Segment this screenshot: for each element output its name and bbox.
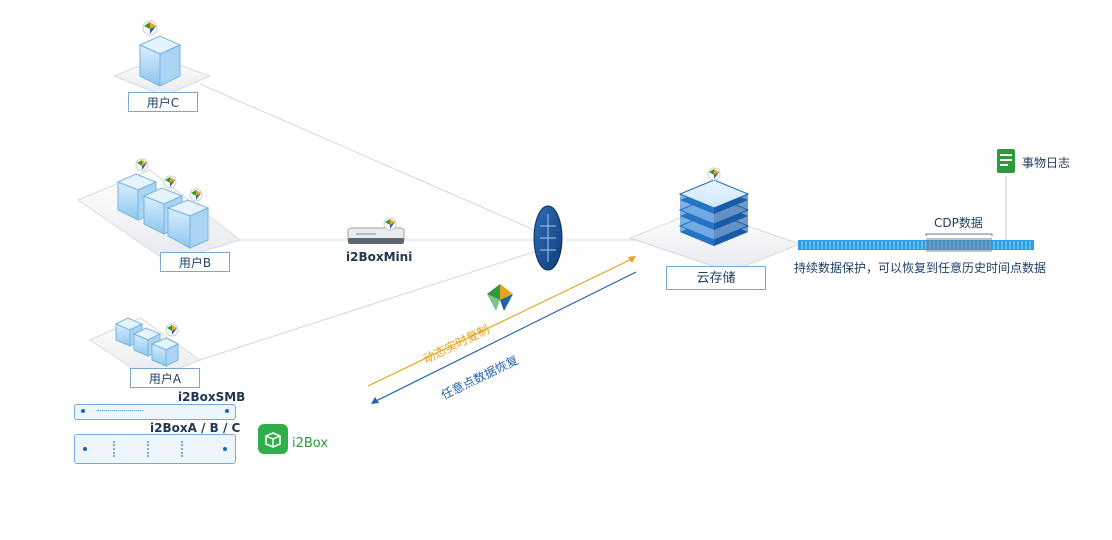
i2boxmini-label: i2BoxMini <box>346 250 413 264</box>
box-icon <box>265 432 281 448</box>
i2boxsmb-label: i2BoxSMB <box>178 390 246 404</box>
i2boxabc-rack <box>74 434 236 464</box>
shield-icon <box>135 158 203 202</box>
cdp-data-strip <box>798 176 1034 252</box>
cloud-storage-platform <box>628 179 802 273</box>
shield-icon <box>142 20 158 36</box>
i2boxabc-label: i2BoxA / B / C <box>150 421 241 435</box>
user-c-platform <box>112 35 212 97</box>
cdp-caption: 持续数据保护，可以恢复到任意历史时间点数据 <box>794 261 1047 275</box>
shield-icon <box>383 217 397 231</box>
backup-arrow <box>367 256 636 387</box>
i2boxmini-device <box>347 227 405 244</box>
user-a-label: 用户A <box>130 368 200 388</box>
user-a-platform <box>88 317 202 381</box>
connection-lines <box>199 83 660 361</box>
router-disk-icon <box>533 205 563 271</box>
cloud-storage-label: 云存储 <box>666 266 766 290</box>
cdp-label: CDP数据 <box>934 216 983 230</box>
event-log-icon <box>997 149 1015 173</box>
brand-logo-icon <box>485 283 515 313</box>
event-log-label: 事物日志 <box>1022 156 1071 170</box>
i2boxsmb-rack <box>74 404 236 420</box>
user-b-platform <box>76 169 242 263</box>
i2box-app-label: i2Box <box>292 436 329 451</box>
user-b-label: 用户B <box>160 252 230 272</box>
restore-arrow <box>371 271 637 404</box>
i2box-app-icon[interactable] <box>258 424 288 454</box>
user-c-label: 用户C <box>128 92 198 112</box>
shield-icon <box>165 323 179 337</box>
shield-icon <box>707 167 721 181</box>
